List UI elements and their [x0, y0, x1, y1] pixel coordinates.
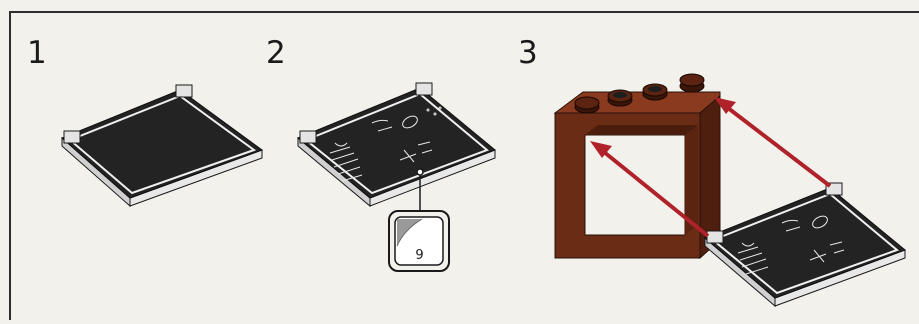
- step-number-3: 3: [518, 38, 538, 69]
- blank-tile: [62, 85, 262, 206]
- step-number-2: 2: [266, 38, 286, 69]
- stickered-tile-step3: [705, 183, 905, 306]
- step-number-1: 1: [27, 38, 47, 69]
- stickered-tile: [298, 83, 495, 212]
- sticker-number: 9: [392, 248, 447, 263]
- window-frame: [555, 74, 720, 258]
